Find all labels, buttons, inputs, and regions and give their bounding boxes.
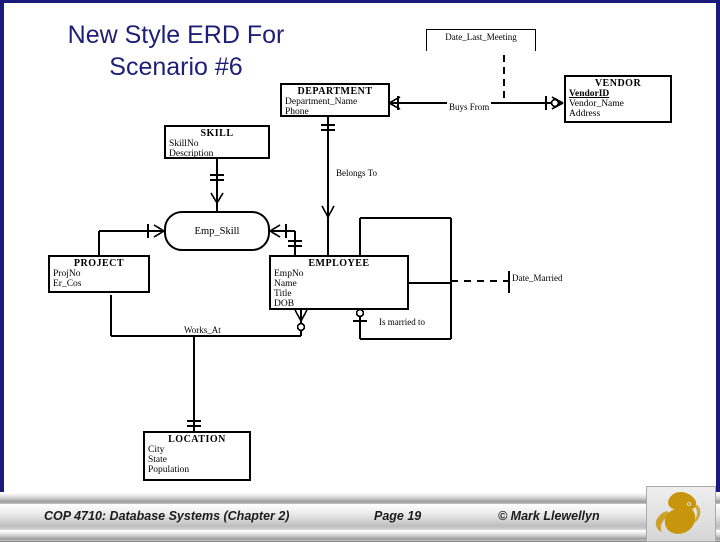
attribute: Description: [169, 149, 214, 159]
attribute: Vendor_Name: [569, 99, 624, 109]
attribute-primary-key: VendorID: [569, 89, 610, 99]
entity-location-attributes: City State Population: [145, 445, 249, 475]
entity-vendor[interactable]: VENDOR VendorID Vendor_Name Address: [564, 75, 672, 123]
ucf-pegasus-logo: [646, 486, 716, 542]
entity-department-attributes: Department_Name Phone: [282, 97, 388, 117]
entity-project[interactable]: PROJECT ProjNo Er_Cos: [48, 255, 150, 293]
attribute: City: [148, 445, 165, 455]
entity-employee-name: EMPLOYEE: [308, 258, 370, 269]
entity-skill-attributes: SkillNo Description: [166, 139, 268, 159]
attribute: State: [148, 455, 167, 465]
attribute: Name: [274, 279, 297, 289]
entity-department-name: DEPARTMENT: [297, 86, 373, 97]
associative-entity-label: Emp_Skill: [194, 225, 240, 237]
page-title: New Style ERD For Scenario #6: [67, 21, 285, 81]
relationship-label-works-at: Works_At: [182, 325, 223, 335]
attribute: ProjNo: [53, 269, 81, 279]
footer-page-number: Page 19: [374, 509, 422, 523]
erd-connector-lines: [98, 55, 564, 431]
attribute: Department_Name: [285, 97, 358, 107]
entity-location[interactable]: LOCATION City State Population: [143, 431, 251, 481]
slide-footer: COP 4710: Database Systems (Chapter 2) P…: [0, 486, 720, 542]
relationship-label-is-married-to: Is married to: [377, 317, 427, 327]
attribute: SkillNo: [169, 139, 199, 149]
associative-entity-emp-skill[interactable]: Emp_Skill: [164, 211, 270, 251]
entity-department[interactable]: DEPARTMENT Department_Name Phone: [280, 83, 390, 117]
footer-bar-middle: [0, 504, 720, 531]
relationship-label-buys-from: Buys From: [447, 102, 492, 112]
footer-bar-bottom: [0, 530, 720, 542]
pegasus-icon: [655, 492, 701, 534]
footer-copyright: © Mark Llewellyn: [498, 509, 600, 523]
entity-skill[interactable]: SKILL SkillNo Description: [164, 125, 270, 159]
relationship-attribute-date-last-meeting: Date_Last_Meeting: [426, 29, 536, 51]
entity-employee-attributes: EmpNo Name Title DOB: [271, 269, 407, 309]
entity-location-name: LOCATION: [168, 434, 226, 445]
relationship-attribute-date-married: Date_Married: [509, 271, 583, 289]
entity-employee[interactable]: EMPLOYEE EmpNo Name Title DOB: [269, 255, 409, 310]
entity-project-attributes: ProjNo Er_Cos: [50, 269, 148, 289]
attribute: Er_Cos: [53, 279, 82, 289]
erd-canvas: Date_Last_Meeting DEPARTMENT Department_…: [4, 3, 720, 503]
attribute: Address: [569, 109, 601, 119]
entity-project-name: PROJECT: [73, 258, 125, 269]
attribute: DOB: [274, 299, 295, 309]
attribute: Title: [274, 289, 292, 299]
entity-vendor-name: VENDOR: [594, 78, 642, 89]
entity-vendor-attributes: VendorID Vendor_Name Address: [566, 89, 670, 119]
attribute: EmpNo: [274, 269, 304, 279]
attribute: Population: [148, 465, 190, 475]
attribute: Phone: [285, 107, 309, 117]
footer-course-text: COP 4710: Database Systems (Chapter 2): [44, 509, 290, 523]
relationship-label-belongs-to: Belongs To: [334, 168, 379, 178]
entity-skill-name: SKILL: [200, 128, 234, 139]
